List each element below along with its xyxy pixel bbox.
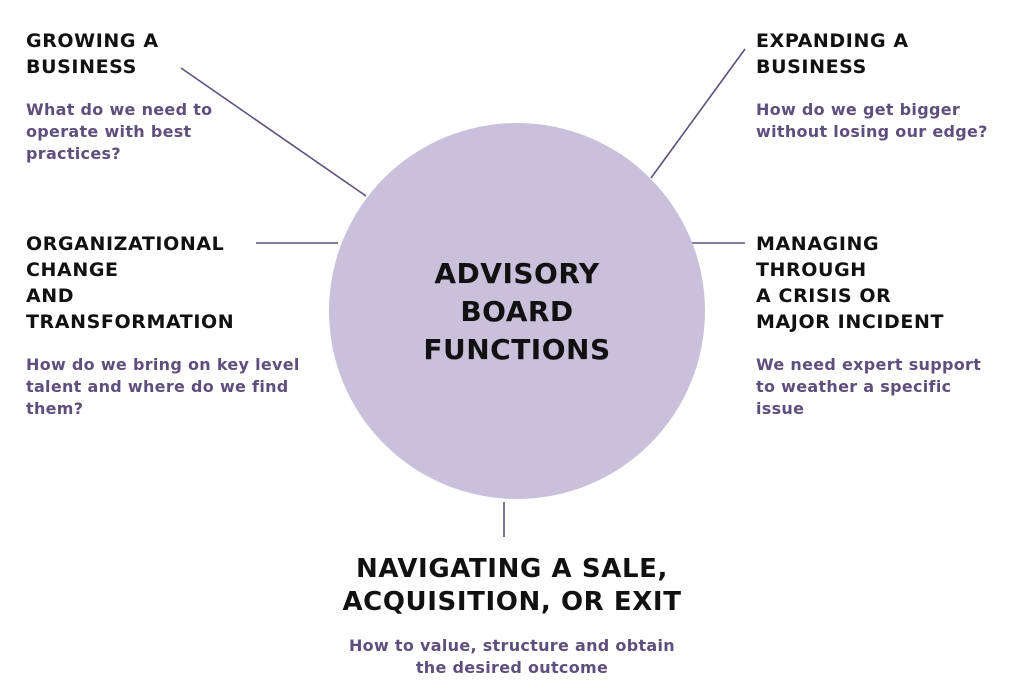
node-title-line: EXPANDING A: [756, 30, 909, 52]
node-desc-line: How do we get bigger: [756, 100, 961, 119]
node-title-line: AND: [26, 285, 75, 307]
node-description: How to value, structure and obtain the d…: [262, 635, 762, 679]
node-organizational-change: ORGANIZATIONAL CHANGE AND TRANSFORMATION…: [26, 231, 336, 420]
node-desc-line: talent and where do we find: [26, 377, 289, 396]
node-title-line: MAJOR INCIDENT: [756, 311, 945, 333]
node-description: We need expert support to weather a spec…: [756, 354, 1021, 420]
node-title-line: TRANSFORMATION: [26, 311, 235, 333]
node-title-line: ACQUISITION, OR EXIT: [342, 587, 682, 617]
node-title: GROWING A BUSINESS: [26, 28, 286, 80]
node-desc-line: the desired outcome: [415, 658, 609, 677]
node-desc-line: What do we need to: [26, 100, 213, 119]
node-title-line: BUSINESS: [26, 56, 137, 78]
node-title-line: ORGANIZATIONAL: [26, 233, 225, 255]
node-title-line: CHANGE: [26, 259, 119, 281]
node-desc-line: We need expert support: [756, 355, 982, 374]
node-title-line: THROUGH: [756, 259, 867, 281]
node-title: MANAGING THROUGH A CRISIS OR MAJOR INCID…: [756, 231, 1021, 335]
hub-circle: [329, 123, 705, 499]
connector-expanding: [650, 48, 746, 179]
node-navigating-sale: NAVIGATING A SALE, ACQUISITION, OR EXIT …: [262, 553, 762, 679]
node-desc-line: them?: [26, 399, 84, 418]
node-desc-line: How to value, structure and obtain: [348, 636, 675, 655]
node-managing-crisis: MANAGING THROUGH A CRISIS OR MAJOR INCID…: [756, 231, 1021, 420]
node-desc-line: issue: [756, 399, 805, 418]
node-desc-line: practices?: [26, 144, 121, 163]
node-title-line: A CRISIS OR: [756, 285, 892, 307]
hub-title-line: FUNCTIONS: [423, 333, 611, 366]
node-description: How do we get bigger without losing our …: [756, 99, 1021, 143]
node-growing-business: GROWING A BUSINESS What do we need to op…: [26, 28, 286, 165]
hub-title-line: BOARD: [460, 295, 574, 328]
node-title-line: NAVIGATING A SALE,: [356, 554, 668, 584]
node-desc-line: How do we bring on key level: [26, 355, 300, 374]
node-description: What do we need to operate with best pra…: [26, 99, 286, 165]
node-desc-line: without losing our edge?: [756, 122, 988, 141]
node-title-line: BUSINESS: [756, 56, 867, 78]
node-desc-line: to weather a specific: [756, 377, 952, 396]
node-title-line: MANAGING: [756, 233, 880, 255]
node-title: EXPANDING A BUSINESS: [756, 28, 1021, 80]
hub-title-line: ADVISORY: [434, 257, 600, 290]
hub-title: ADVISORY BOARD FUNCTIONS: [329, 255, 705, 369]
node-description: How do we bring on key level talent and …: [26, 354, 336, 420]
connector-growing: [180, 67, 367, 197]
node-expanding-business: EXPANDING A BUSINESS How do we get bigge…: [756, 28, 1021, 143]
node-desc-line: operate with best: [26, 122, 192, 141]
node-title-line: GROWING A: [26, 30, 159, 52]
node-title: ORGANIZATIONAL CHANGE AND TRANSFORMATION: [26, 231, 336, 335]
node-title: NAVIGATING A SALE, ACQUISITION, OR EXIT: [262, 553, 762, 619]
